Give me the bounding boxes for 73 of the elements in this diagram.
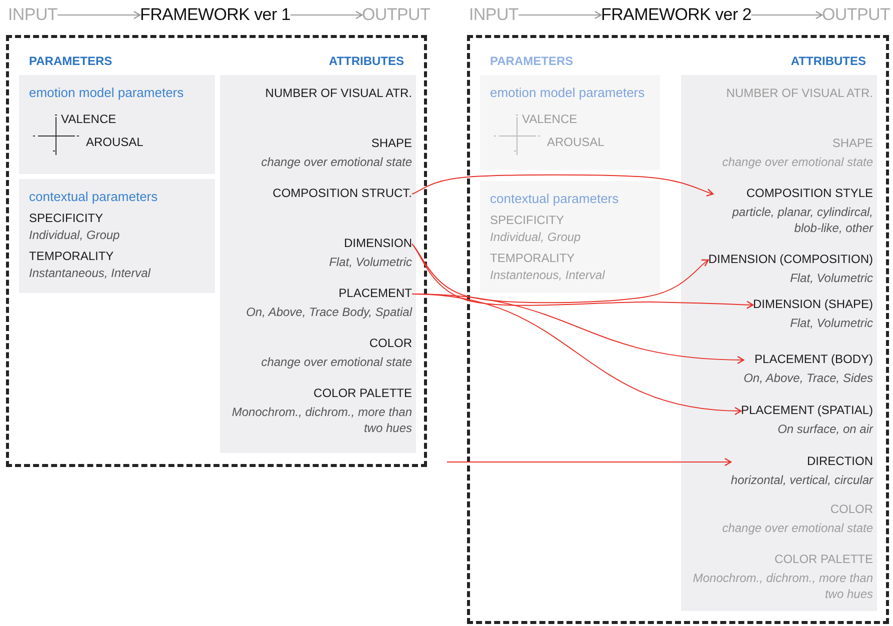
parameter-card — [19, 75, 215, 174]
attribute-name: DIMENSION — [342, 235, 412, 252]
card-heading: emotion model parameters — [29, 84, 184, 102]
attribute-panel — [681, 75, 877, 611]
arrow — [750, 10, 823, 20]
header-label: FRAMEWORK ver 2 — [601, 4, 752, 26]
parameter-card — [480, 75, 660, 170]
header-label: INPUT — [8, 4, 58, 26]
attribute-name: COLOR — [368, 335, 412, 352]
card-heading: contextual parameters — [29, 188, 158, 206]
attribute-name: PLACEMENT (SPATIAL) — [740, 402, 873, 419]
attribute-values: change over emotional state — [722, 520, 873, 536]
arrow — [412, 244, 709, 304]
parameter-values: Individual, Group — [29, 227, 121, 244]
axis-label: VALENCE — [61, 111, 116, 128]
column-heading: ATTRIBUTES — [790, 54, 866, 68]
header-label: INPUT — [469, 4, 519, 26]
arrow — [446, 458, 732, 466]
header-label: OUTPUT — [362, 4, 430, 26]
attribute-name: PLACEMENT — [338, 285, 412, 302]
parameter-name: TEMPORALITY — [490, 250, 576, 267]
attribute-values: change over emotional state — [261, 154, 412, 170]
parameter-name: SPECIFICITY — [29, 210, 104, 227]
axis-label: VALENCE — [522, 111, 578, 128]
column-heading: PARAMETERS — [29, 54, 112, 68]
parameter-name: SPECIFICITY — [490, 212, 566, 229]
arrow — [518, 10, 602, 20]
parameter-values: Individual, Group — [490, 229, 582, 246]
attribute-name: NUMBER OF VISUAL ATR. — [726, 85, 873, 102]
arrow — [412, 244, 754, 309]
axis-label: AROUSAL — [86, 134, 144, 151]
attribute-values: horizontal, vertical, circular — [730, 472, 873, 488]
parameter-card — [480, 181, 660, 293]
attribute-name: DIRECTION — [806, 453, 873, 470]
column-heading: ATTRIBUTES — [328, 54, 404, 68]
attribute-panel — [220, 75, 416, 453]
arrow — [290, 10, 363, 20]
attribute-name: COLOR — [829, 501, 873, 518]
card-heading: emotion model parameters — [490, 84, 645, 102]
parameter-name: TEMPORALITY — [29, 248, 115, 265]
attribute-name: COLOR PALETTE — [312, 385, 412, 402]
header-label: OUTPUT — [822, 4, 890, 26]
dashed-frame — [6, 35, 427, 467]
attribute-name: COMPOSITION STYLE — [745, 185, 873, 202]
attribute-values: Monochrom., dichrom., more than two hues — [230, 404, 412, 436]
attribute-values: particle, planar, cylindircal, blob-like, other — [731, 204, 873, 236]
attribute-name: DIMENSION (SHAPE) — [752, 296, 873, 313]
attribute-values: Flat, Volumetric — [789, 270, 873, 286]
attribute-values: Flat, Volumetric — [789, 315, 873, 331]
attribute-name: COLOR PALETTE — [774, 551, 873, 568]
attribute-name: DIMENSION (COMPOSITION) — [708, 251, 873, 268]
attribute-name: PLACEMENT (BODY) — [754, 351, 873, 368]
axis-label: AROUSAL — [547, 134, 604, 151]
parameter-values: Instantenous, Interval — [490, 267, 606, 284]
attribute-values: change over emotional state — [261, 354, 412, 370]
attribute-values: On, Above, Trace Body, Spatial — [246, 304, 412, 320]
parameter-values: Instantaneous, Interval — [29, 265, 152, 282]
attribute-values: On surface, on air — [776, 421, 873, 437]
header-label: FRAMEWORK ver 1 — [140, 4, 290, 26]
column-heading: PARAMETERS — [490, 54, 574, 68]
attribute-name: COMPOSITION STRUCT. — [272, 185, 412, 202]
arrow — [412, 294, 742, 415]
arrow — [412, 174, 714, 196]
attribute-values: Monochrom., dichrom., more than two hues — [692, 570, 873, 602]
attribute-values: On, Above, Trace, Sides — [744, 370, 873, 386]
card-heading: contextual parameters — [490, 190, 619, 208]
attribute-values: Flat, Volumetric — [329, 254, 412, 270]
attribute-name: SHAPE — [831, 135, 873, 152]
arrow — [57, 10, 141, 20]
attribute-name: SHAPE — [370, 135, 412, 152]
attribute-name: NUMBER OF VISUAL ATR. — [265, 85, 412, 102]
dashed-frame — [467, 35, 889, 624]
attribute-values: change over emotional state — [722, 154, 873, 170]
